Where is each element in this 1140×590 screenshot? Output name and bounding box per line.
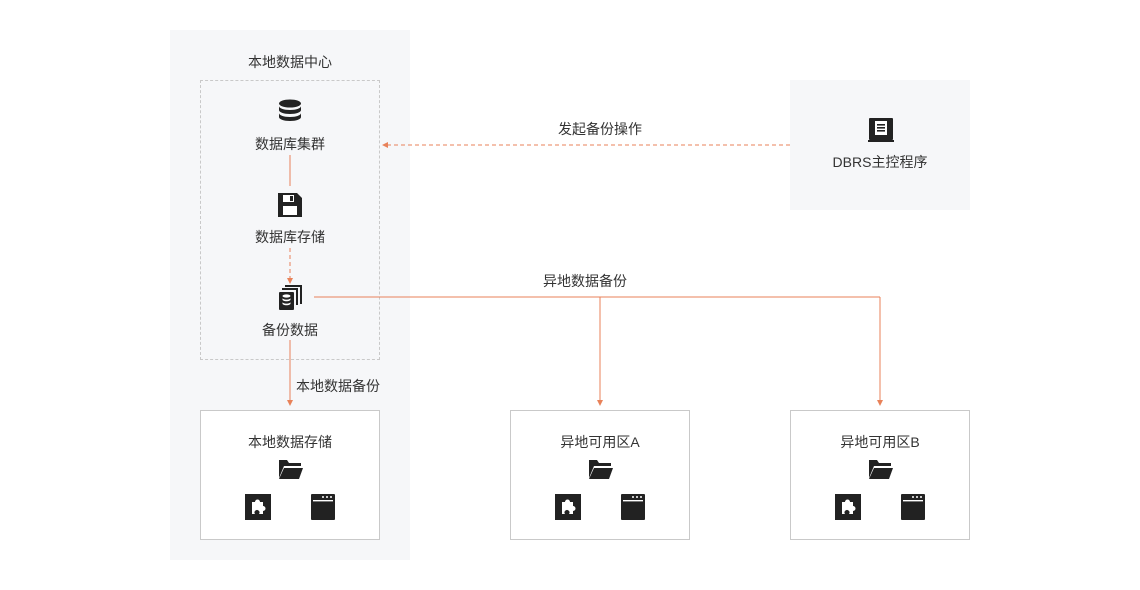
local-backup-label: 本地数据备份 <box>296 378 380 394</box>
browser-window-icon <box>311 494 335 523</box>
puzzle-icon <box>835 494 861 523</box>
backup-data-label: 备份数据 <box>262 322 318 338</box>
controller-label: DBRS主控程序 <box>832 154 928 170</box>
local-storage-label: 本地数据存储 <box>248 434 332 450</box>
program-book-icon <box>868 117 894 146</box>
folder-open-icon <box>868 458 894 483</box>
zone-b-label: 异地可用区B <box>840 434 920 450</box>
browser-window-icon <box>901 494 925 523</box>
database-icon <box>277 99 303 128</box>
folder-open-icon <box>588 458 614 483</box>
remote-backup-label: 异地数据备份 <box>543 273 627 289</box>
local-storage-box <box>200 410 380 540</box>
puzzle-icon <box>555 494 581 523</box>
local-datacenter-title: 本地数据中心 <box>248 54 332 70</box>
folder-open-icon <box>278 458 304 483</box>
db-storage-label: 数据库存储 <box>255 229 325 245</box>
puzzle-icon <box>245 494 271 523</box>
backup-copies-icon <box>279 285 303 314</box>
initiate-backup-label: 发起备份操作 <box>558 121 642 137</box>
controller-panel <box>790 80 970 210</box>
db-cluster-label: 数据库集群 <box>255 136 325 152</box>
zone-a-label: 异地可用区A <box>560 434 640 450</box>
browser-window-icon <box>621 494 645 523</box>
floppy-disk-icon <box>277 192 303 221</box>
